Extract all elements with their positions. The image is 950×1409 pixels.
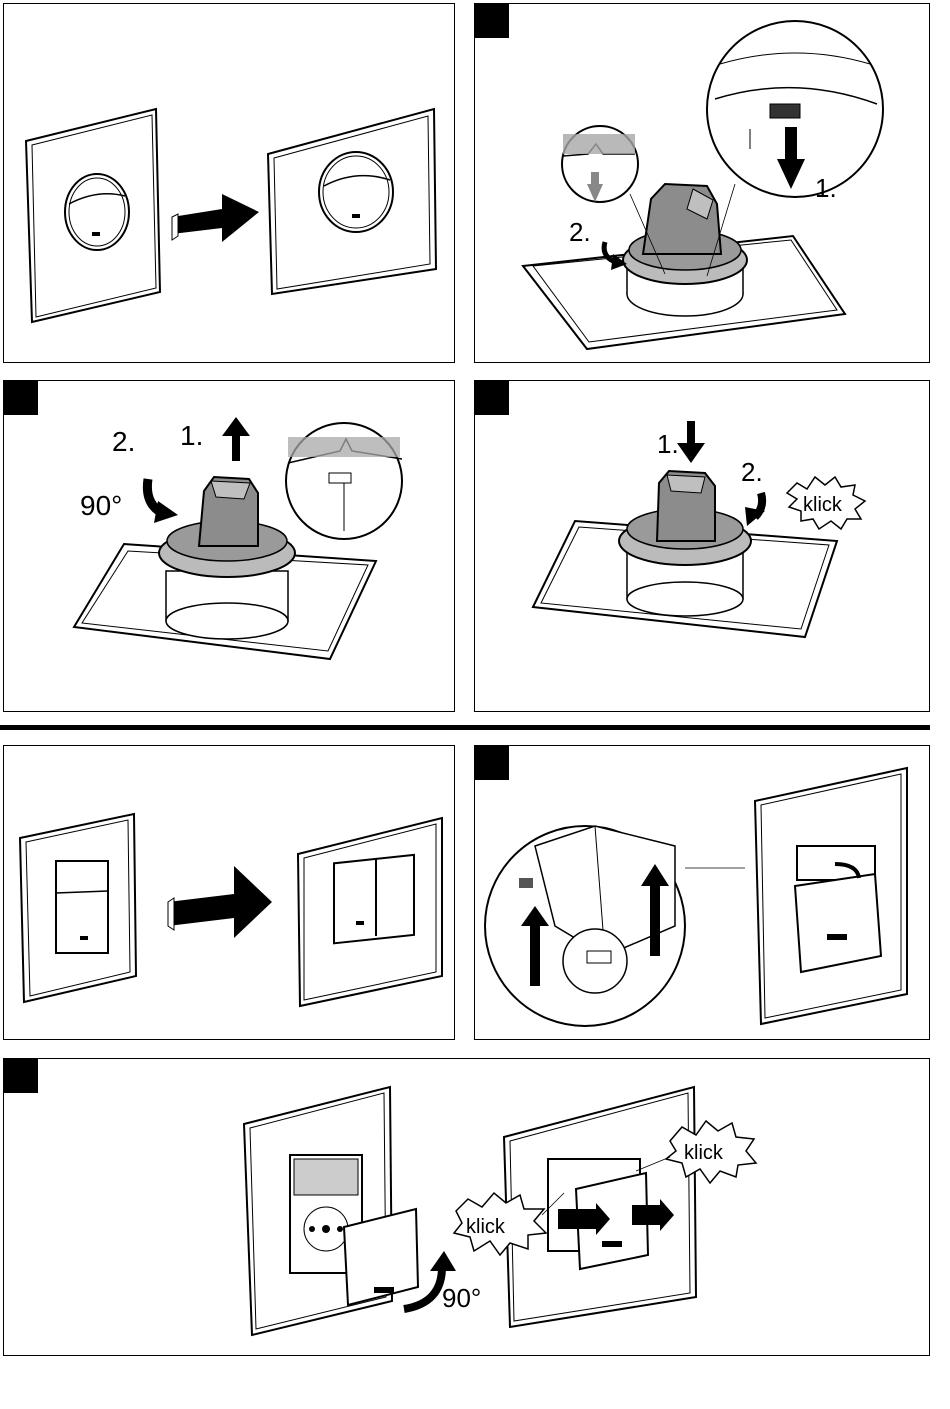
angle-label: 90° — [80, 490, 122, 521]
plate-swap-illustration — [4, 746, 455, 1040]
swap-arrow-icon — [172, 194, 259, 242]
panel-3-rotate-actuator: 1. 2. 90° — [3, 380, 455, 712]
panel-1-plate-swap — [3, 3, 455, 363]
panel-5-plate-swap — [3, 745, 455, 1040]
panel-2-remove-actuator: 1. 2. — [474, 3, 930, 363]
remove-actuator-illustration: 1. 2. — [475, 4, 930, 363]
step-1-label: 1. — [657, 429, 679, 459]
plate-swap-illustration — [4, 4, 455, 363]
step-1-label: 1. — [815, 173, 837, 203]
swap-arrow-icon — [168, 866, 272, 938]
step-2-label: 2. — [112, 426, 135, 457]
rotate-actuator-illustration: 1. 2. 90° — [4, 381, 455, 712]
section-divider — [0, 725, 930, 730]
step-2-label: 2. — [741, 457, 763, 487]
insert-actuator-illustration: 1. 2. klick — [475, 381, 930, 712]
step-2-label: 2. — [569, 217, 591, 247]
step-1-label: 1. — [180, 420, 203, 451]
install-buttons-illustration: klick klick 90° — [4, 1059, 930, 1356]
remove-buttons-illustration — [475, 746, 930, 1040]
click-label-left: klick — [466, 1216, 506, 1238]
click-label: klick — [803, 494, 843, 516]
panel-7-install-buttons: klick klick 90° — [3, 1058, 930, 1356]
panel-6-remove-buttons — [474, 745, 930, 1040]
panel-4-insert-actuator: 1. 2. klick — [474, 380, 930, 712]
angle-label: 90° — [442, 1283, 481, 1313]
click-label-right: klick — [684, 1142, 724, 1164]
